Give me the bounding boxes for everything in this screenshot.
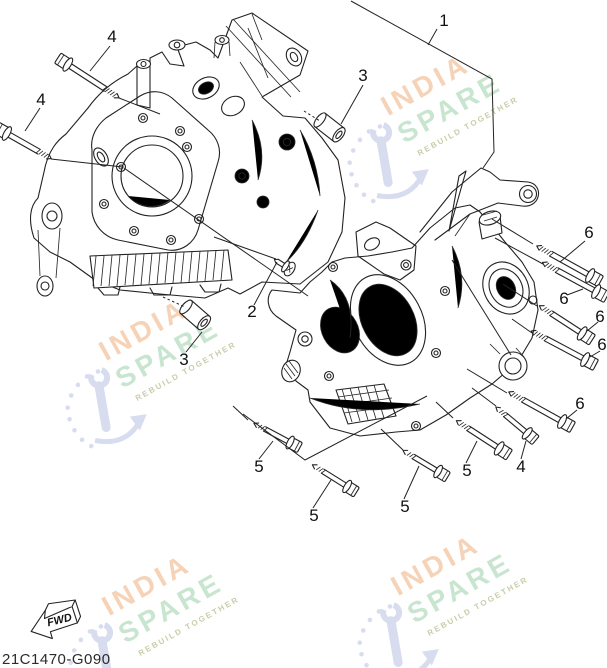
callout-2: 2 [247,302,257,321]
callout-5-3: 5 [400,497,410,516]
callout-6-2: 6 [559,289,569,308]
wrench-logo-icon [357,601,439,668]
callout-6-4: 6 [597,335,607,354]
wrench-logo-icon [68,621,114,668]
right-crankcase-drawing [267,167,540,437]
callout-4-left: 4 [36,90,46,109]
callout-6-5: 6 [575,394,585,413]
callout-4-top: 4 [107,27,117,46]
callout-6-1: 6 [584,223,594,242]
callout-1: 1 [439,11,449,30]
callout-5-2: 5 [309,506,319,525]
wrench-logo-icon [65,366,147,449]
callout-5-1: 5 [254,457,264,476]
callout-3-upper: 3 [358,66,368,85]
callout-4-bottom-right: 4 [516,457,526,476]
leader-lines [24,0,601,509]
drawing-number: 21C1470-G090 [2,651,111,668]
left-crankcase-drawing [29,12,346,299]
wrench-logo-icon [347,121,429,204]
callout-6-3: 6 [595,307,605,326]
callout-3-lower: 3 [179,350,189,369]
callout-5-4: 5 [462,461,472,480]
fwd-label: FWD [46,612,73,630]
fwd-arrow: FWD [30,599,82,640]
